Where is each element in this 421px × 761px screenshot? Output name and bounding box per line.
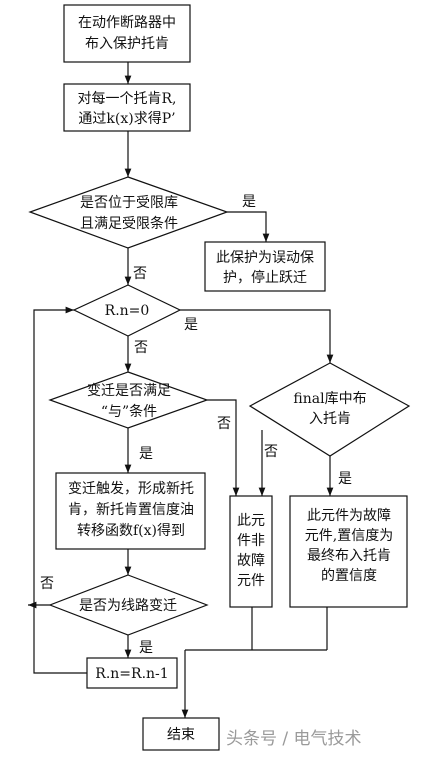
label-check-yes: 是 [242,194,256,210]
final-lib-text-line: final库中布 [293,391,366,407]
foreach-box [63,83,191,132]
rn-zero-text-line: R.n=0 [105,303,150,319]
check-lib-diamond [28,176,229,249]
non-fault-text-line: 故障 [237,553,265,569]
end-text-line: 结束 [167,727,195,743]
non-fault-text-line: 此元 [237,513,265,529]
trigger-text-line: 变迁触发，形成新托 [68,481,194,497]
label-line-yes: 是 [139,640,153,656]
fault-text-line: 的置信度 [321,568,377,584]
label-final-no: 否 [264,444,278,460]
line-trans-text-line: 是否为线路变迁 [79,598,177,614]
branch-labels: 是 否 是 否 否 是 否 是 否 是 [40,194,352,656]
start-text-line: 在动作断路器中 [78,15,176,31]
decrement-box [86,657,178,689]
label-and-yes: 是 [139,446,153,462]
and-cond-diamond [48,371,209,429]
fault-text-line: 最终布入托肯 [307,548,391,564]
fault-text-line: 元件,置信度为 [305,528,393,544]
label-rn-yes: 是 [184,317,198,333]
fault-text-line: 此元件为故障 [307,508,391,524]
check-lib-text-line: 且满足受限条件 [80,215,178,232]
check-lib-text-line: 是否位于受限库 [80,195,178,211]
foreach-text-line: 对每一个托肯R, [78,91,177,107]
trigger-box [55,472,206,550]
misoperation-text-line: 护，停止跃迁 [223,269,307,286]
start-text-line: 布入保护托肯 [85,36,169,52]
misoperation-text-line: 此保护为误动保 [216,250,314,266]
shapes [28,4,411,751]
trigger-text-line: 肯，新托肯置信度油 [68,502,194,518]
non-fault-text-line: 件非 [237,533,265,549]
misoperation-box [204,241,326,292]
non-fault-text-line: 元件 [237,573,265,589]
and-cond-text-line: “与”条件 [101,403,157,420]
label-final-yes: 是 [338,471,352,487]
label-line-no: 否 [40,576,54,592]
start-box [63,4,191,63]
decrement-text-line: R.n=R.n-1 [95,666,168,682]
label-check-no: 否 [133,266,147,282]
final-lib-text-line: 入托肯 [309,411,351,427]
trigger-text-line: 转移函数f(x)得到 [77,522,185,539]
fault-box [289,495,408,608]
line-trans-diamond [48,574,209,636]
rn-zero-diamond [72,284,182,337]
final-lib-diamond [248,362,411,457]
label-rn-no: 否 [134,340,148,356]
connectors [28,62,334,718]
label-and-no: 否 [217,416,231,432]
and-cond-text-line: 变迁是否满足 [87,383,171,399]
end-box [142,717,220,751]
non-fault-box [229,495,273,608]
watermark: 头条号 / 电气技术 [226,729,362,749]
foreach-text-line: 通过k(x)求得P’ [78,110,175,127]
